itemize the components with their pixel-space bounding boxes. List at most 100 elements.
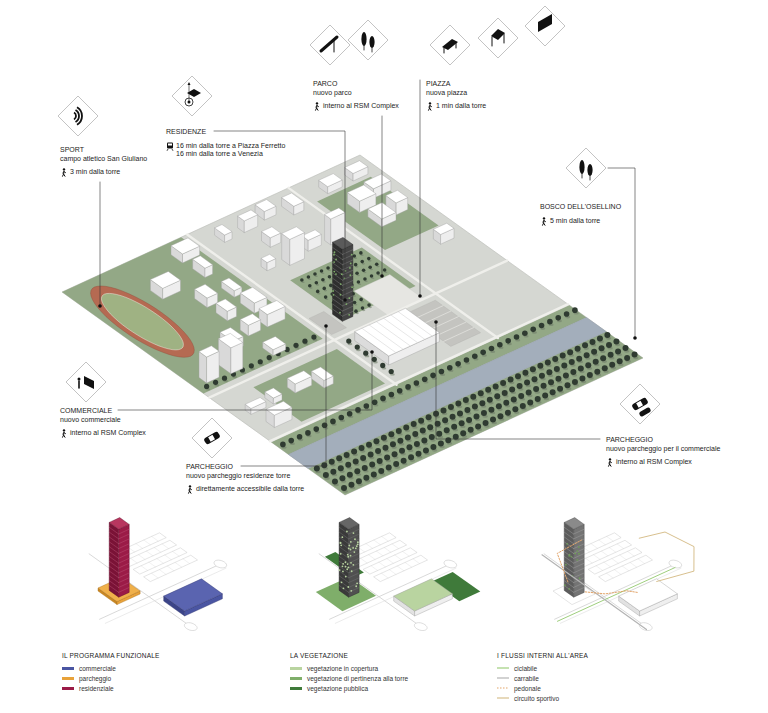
leader-dot xyxy=(370,350,374,354)
tree xyxy=(258,359,263,364)
tree xyxy=(591,349,597,355)
road xyxy=(270,304,568,441)
tree xyxy=(314,466,320,472)
mini-parking-stripe xyxy=(389,570,396,575)
tower-floor-line xyxy=(333,283,343,290)
building xyxy=(240,287,267,303)
tower-greenery xyxy=(348,297,350,299)
tower-greenery xyxy=(578,553,580,555)
legend-swatch xyxy=(290,677,302,680)
commercial-glyph xyxy=(78,381,80,388)
tree xyxy=(383,268,387,272)
mini-parking-stripe xyxy=(630,562,637,567)
tree xyxy=(397,388,403,394)
mini-tower xyxy=(564,522,574,597)
tree xyxy=(322,287,326,291)
parking-glyph xyxy=(203,431,220,445)
walk-icon-part xyxy=(542,220,545,226)
tower-floor-line xyxy=(342,260,352,265)
legend-text: commerciale xyxy=(79,665,116,672)
tree xyxy=(418,418,424,424)
tree xyxy=(368,265,372,269)
tower-floor-line xyxy=(119,558,129,563)
tower-greenery xyxy=(349,274,351,276)
tree xyxy=(576,356,582,362)
tree xyxy=(222,376,227,381)
tree xyxy=(363,351,368,356)
callout-text: nuova piazza xyxy=(426,89,467,96)
tower-floor-line xyxy=(574,568,585,573)
tree xyxy=(590,339,596,345)
mini-tower xyxy=(574,524,585,597)
tree xyxy=(520,403,526,409)
tower-greenery xyxy=(564,584,566,586)
tree xyxy=(483,420,489,426)
tree xyxy=(455,401,461,407)
legend-text: residenziale xyxy=(79,685,114,692)
legend-item: vegetazione di pertinenza alla torre xyxy=(290,675,408,683)
mini-parking-stripe xyxy=(638,559,645,564)
tower-greenery xyxy=(347,556,349,558)
mini-parking-stripe xyxy=(617,544,624,549)
tree xyxy=(360,260,364,264)
icon-diamond xyxy=(58,96,98,136)
tree xyxy=(359,298,363,302)
parking-glyph xyxy=(639,407,652,417)
mini-parking-stripe xyxy=(151,573,158,578)
mini-parking-stripe xyxy=(606,573,613,578)
callout-line: PARCO xyxy=(313,80,399,89)
walk-icon xyxy=(313,102,321,111)
icon-diamond-outline xyxy=(58,96,98,136)
walk-icon-part xyxy=(608,461,611,467)
walk-icon xyxy=(60,429,68,438)
tree xyxy=(328,275,332,279)
legend-text: vegetazione di pertinenza alla torre xyxy=(307,675,408,682)
leader-lines xyxy=(98,80,637,466)
callout-text: nuovo commerciale xyxy=(60,416,121,423)
tree xyxy=(430,444,436,450)
walk-icon xyxy=(60,168,68,177)
callout: PARCHEGGIOnuovo parcheggio per il commer… xyxy=(606,436,720,467)
tree xyxy=(361,306,365,310)
tree-glyph xyxy=(587,164,592,176)
tree xyxy=(405,384,411,390)
callout-text: 16 min dalla torre a Piazza Ferretto xyxy=(176,142,285,149)
mini-parking-stripe xyxy=(183,559,190,564)
callout-text: nuovo parco xyxy=(313,89,352,96)
tower-greenery xyxy=(341,273,343,275)
tower-floor-line xyxy=(349,563,360,568)
tree xyxy=(565,382,571,388)
mini-roundabout xyxy=(444,560,457,568)
building xyxy=(262,227,281,238)
residence-glyph xyxy=(189,84,190,102)
tower-greenery xyxy=(333,294,335,296)
tower-greenery xyxy=(351,254,353,256)
tree xyxy=(488,407,494,413)
legend-line-sample xyxy=(497,666,509,670)
sport-glyph xyxy=(76,110,80,122)
tower-floor-line xyxy=(342,301,352,306)
tree xyxy=(472,404,478,410)
callout-line: COMMERCIALE xyxy=(60,407,146,416)
tree xyxy=(396,428,402,434)
callout-line: nuovo parcheggio per il commerciale xyxy=(606,445,720,454)
legend-item: residenziale xyxy=(62,685,114,693)
tower-floor-line xyxy=(119,578,129,583)
tower-floor-line xyxy=(574,573,585,578)
legend-item: vegetazione in copertura xyxy=(290,665,378,673)
tower-floor-line xyxy=(349,539,360,544)
mini-commercial xyxy=(394,579,453,611)
mini-parking-stripe xyxy=(628,551,635,556)
walk-icon-part xyxy=(609,458,611,460)
tree xyxy=(464,407,470,413)
mini-parking-stripe xyxy=(405,562,412,567)
mini-parking-stripe xyxy=(167,566,174,571)
residential-tower xyxy=(342,245,353,322)
mini-parking-stripe xyxy=(371,566,378,571)
callout: PARCHEGGIOnuovo parcheggio residenze tor… xyxy=(186,463,304,494)
building xyxy=(216,299,237,311)
legend-heading: IL PROGRAMMA FUNZIONALE xyxy=(62,652,160,660)
tree-glyph xyxy=(579,160,584,174)
building xyxy=(263,336,286,349)
tree xyxy=(213,380,218,385)
